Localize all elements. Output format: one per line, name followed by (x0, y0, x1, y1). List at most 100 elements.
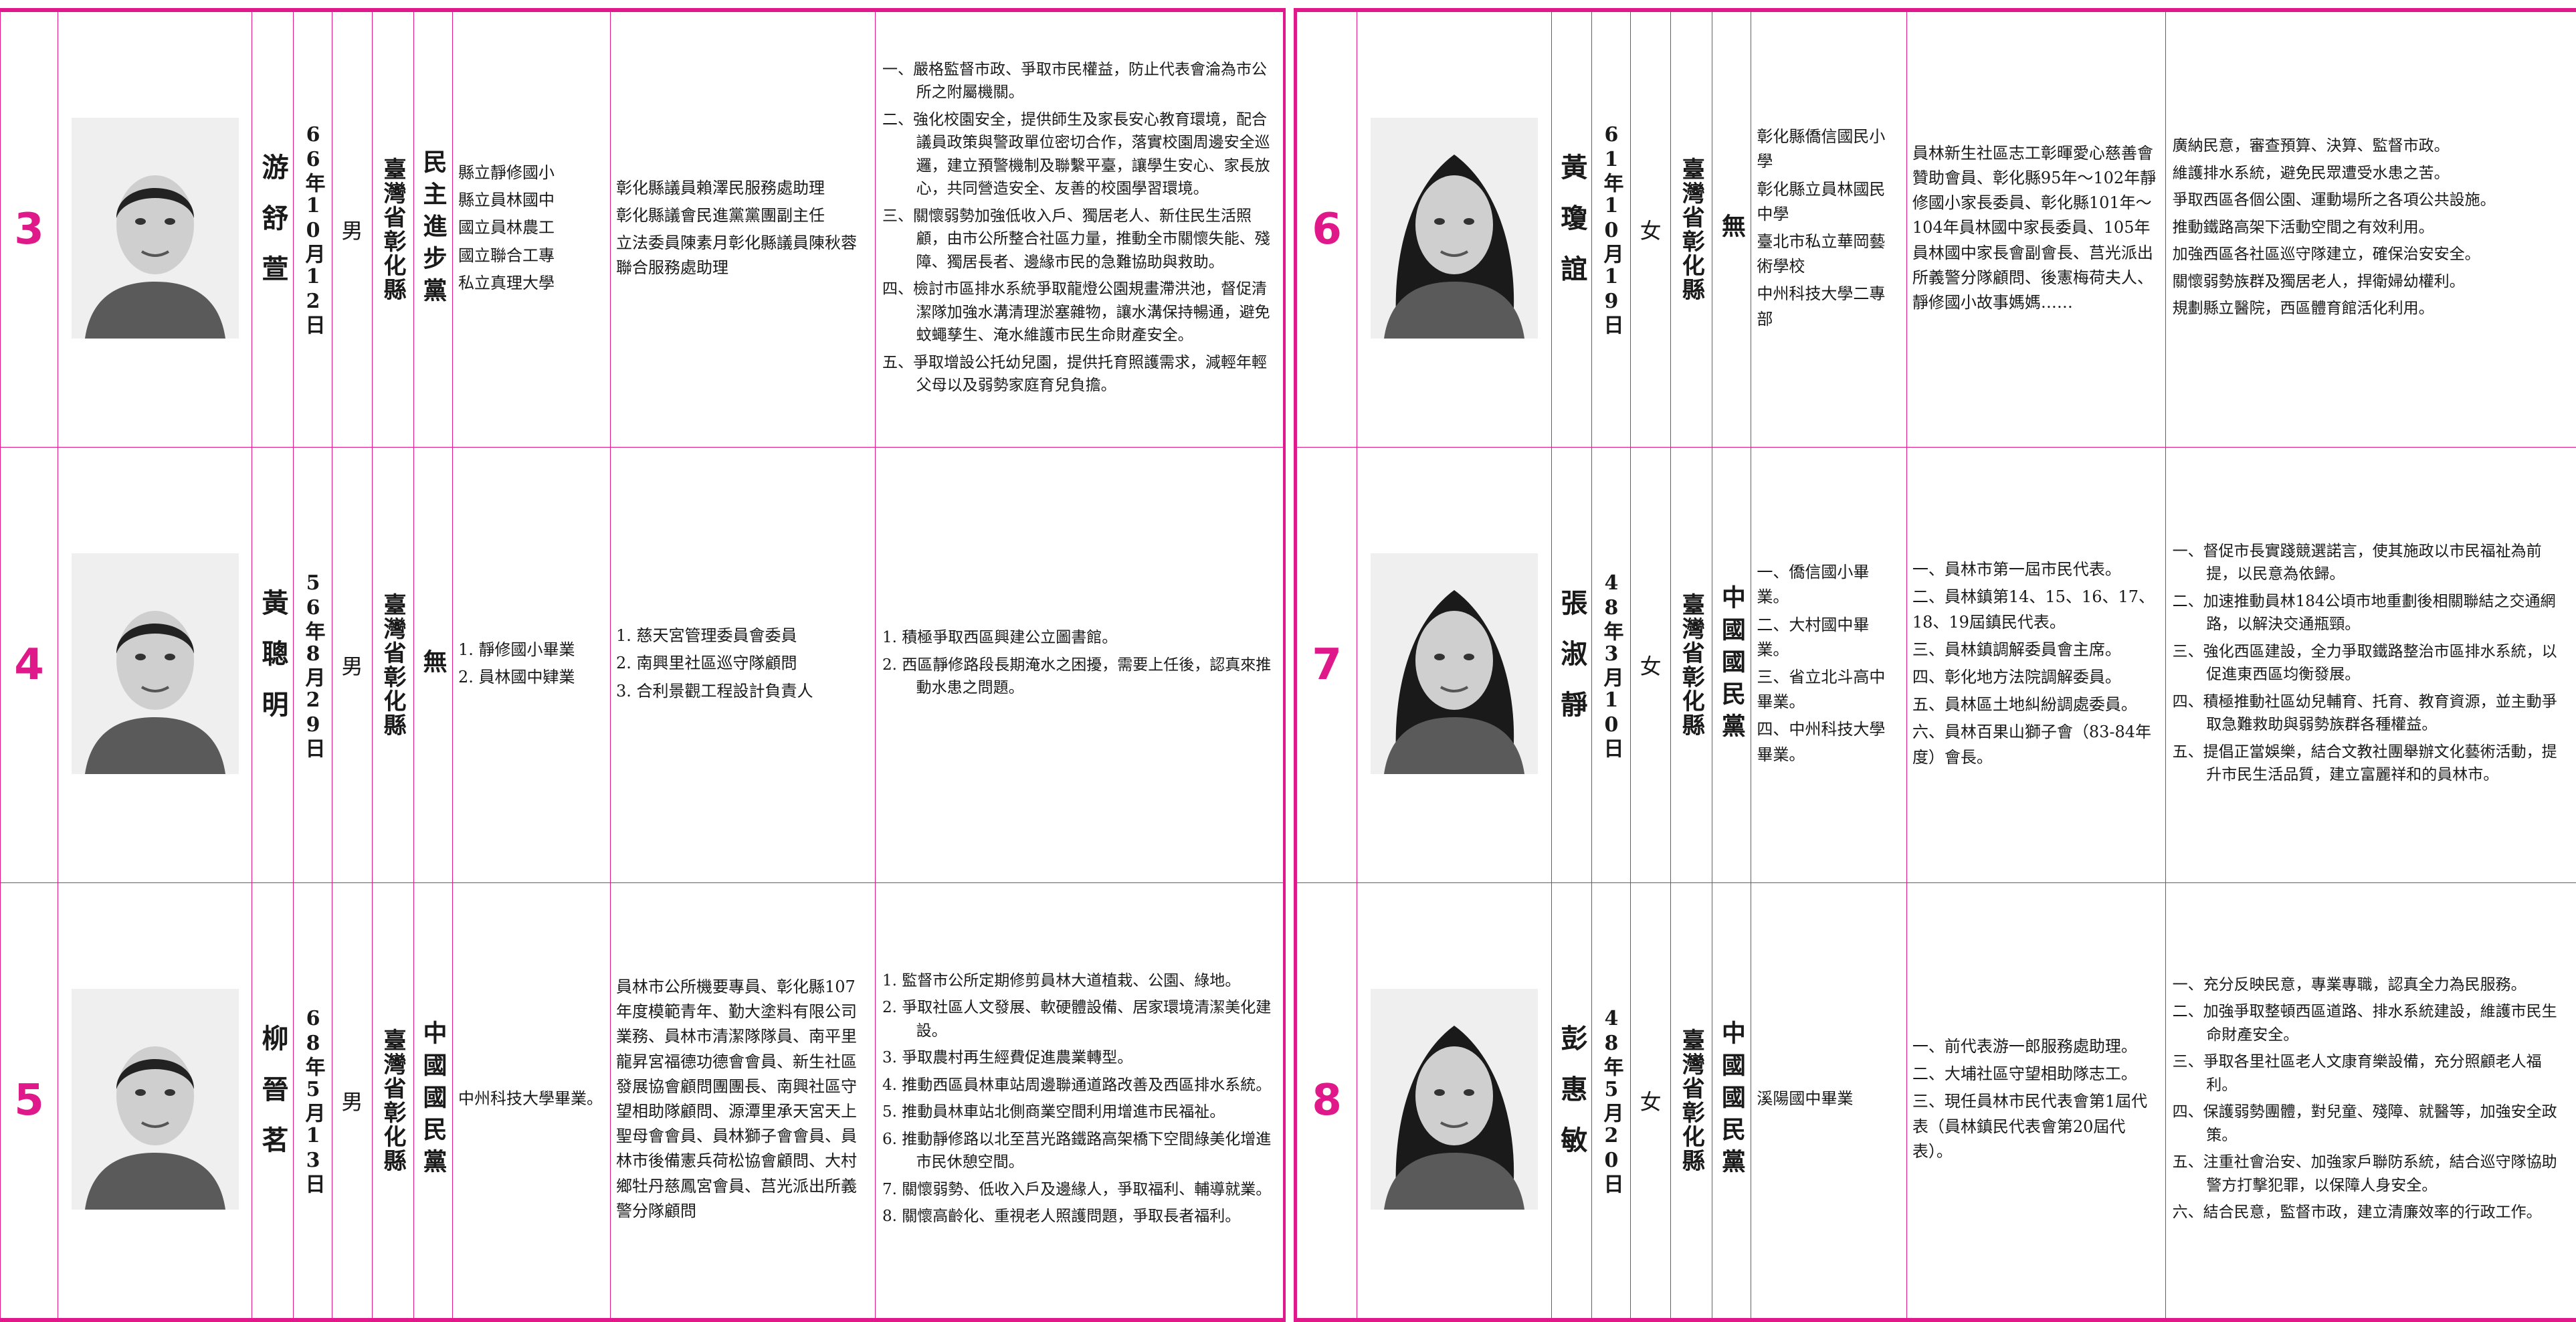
right.1.education-item: 一、僑信國小畢業。 (1757, 560, 1900, 609)
right.0.platform-item: 規劃縣立醫院，西區體育館活化利用。 (2173, 297, 2571, 320)
left.0.education-item: 國立員林農工 (458, 215, 605, 240)
right.1.platform-item: 三、強化西區建設，全力爭取鐵路整治市區排水系統，以促進東西區均衡發展。 (2173, 640, 2571, 686)
right.2.platform-item: 二、加強爭取整頓西區道路、排水系統建設，維護市民生命財產安全。 (2173, 1000, 2571, 1046)
left.1.experience-item: 1. 慈天宮管理委員會委員 (616, 624, 870, 648)
right.0.education-item: 中州科技大學二專部 (1757, 282, 1900, 331)
candidate-birthplace: 臺灣省彰化縣 (377, 1028, 409, 1173)
candidate-number: 4 (1, 448, 58, 883)
right.1.experience-item: 一、員林市第一屆市民代表。 (1912, 557, 2160, 582)
candidate-experience: 一、員林市第一屆市民代表。二、員林鎮第14、15、16、17、18、19屆鎮民代… (1906, 448, 2165, 883)
left.2.platform-item: 6. 推動靜修路以北至莒光路鐵路高架橋下空間綠美化增進市民休憩空間。 (882, 1128, 1276, 1174)
candidate-birthdate: 48年3月10日 (1596, 571, 1625, 759)
right.1.experience-item: 二、員林鎮第14、15、16、17、18、19屆鎮民代表。 (1912, 585, 2160, 634)
candidate-platform: 一、嚴格監督市政、爭取市民權益，防止代表會淪為市公所之附屬機關。二、強化校園安全… (876, 12, 1284, 448)
candidate-experience: 員林新生社區志工彰暉愛心慈善會贊助會員、彰化縣95年～102年靜修國小家長委員、… (1906, 12, 2165, 448)
candidate-education: 中州科技大學畢業。 (453, 883, 611, 1319)
candidate-number: 5 (1, 883, 58, 1319)
candidate-experience: 員林市公所機要專員、彰化縣107年度模範青年、勤大塗料有限公司業務、員林市清潔隊… (611, 883, 876, 1319)
candidate-name: 張淑靜 (1552, 589, 1591, 741)
left.0.platform-item: 二、強化校園安全，提供師生及家長安心教育環境，配合議員政策與警政單位密切合作，落… (882, 108, 1276, 201)
candidate-number: 7 (1297, 448, 1357, 883)
right.0.education-item: 彰化縣立員林國民中學 (1757, 177, 1900, 227)
candidate-experience: 1. 慈天宮管理委員會委員 2. 南興里社區巡守隊顧問 3. 合利景觀工程設計負責人 (611, 448, 876, 883)
candidate-number: 8 (1297, 883, 1357, 1319)
left.2.platform-item: 4. 推動西區員林車站周邊聯通道路改善及西區排水系統。 (882, 1074, 1276, 1097)
left.1.education-item: 2. 員林國中肄業 (458, 665, 605, 690)
left.0.experience-item: 彰化縣議會民進黨黨團副主任 (616, 203, 870, 228)
candidate-sex: 女 (1631, 12, 1671, 448)
candidate-party: 無 (1714, 213, 1749, 246)
right.1.platform-item: 四、積極推動社區幼兒輔育、托育、教育資源，並主動爭取急難救助與弱勢族群各種權益。 (2173, 690, 2571, 737)
right.2.education-item: 溪陽國中畢業 (1757, 1087, 1900, 1111)
photo-cell (58, 883, 252, 1319)
right.2.platform-item: 四、保護弱勢團體，對兒童、殘障、就醫等，加強安全政策。 (2173, 1101, 2571, 1147)
candidate-photo (1371, 553, 1538, 774)
candidate-photo (72, 553, 239, 774)
left.0.platform-item: 三、關懷弱勢加強低收入戶、獨居老人、新住民生活照顧，由市公所整合社區力量，推動全… (882, 205, 1276, 274)
candidate-party: 中國國民黨 (1714, 585, 1749, 745)
right.1.platform-item: 一、督促市長實踐競選諾言，使其施政以市民福祉為前提，以民意為依歸。 (2173, 540, 2571, 586)
left.1.platform-item: 2. 西區靜修路段長期淹水之困擾，需要上任後，認真來推動水患之問題。 (882, 654, 1276, 700)
right.0.experience-item: 員林新生社區志工彰暉愛心慈善會贊助會員、彰化縣95年～102年靜修國小家長委員、… (1912, 141, 2160, 315)
candidate-education: 彰化縣僑信國民小學彰化縣立員林國民中學臺北市私立華岡藝術學校中州科技大學二專部 (1751, 12, 1906, 448)
candidate-sex: 女 (1631, 448, 1671, 883)
candidate-platform: 1. 積極爭取西區興建公立圖書館。 2. 西區靜修路段長期淹水之困擾，需要上任後，… (876, 448, 1284, 883)
left.0.platform-item: 五、爭取增設公托幼兒園，提供托育照護需求，減輕年輕父母以及弱勢家庭育兒負擔。 (882, 351, 1276, 397)
right.0.platform-item: 推動鐵路高架下活動空間之有效利用。 (2173, 216, 2571, 240)
left.0.education-item: 縣立靜修國小 (458, 161, 605, 185)
right.1.experience-item: 六、員林百果山獅子會（83-84年度）會長。 (1912, 720, 2160, 769)
candidate-experience: 一、前代表游一郎服務處助理。二、大埔社區守望相助隊志工。三、現任員林市民代表會第… (1906, 883, 2165, 1319)
candidate-education: 一、僑信國小畢業。二、大村國中畢業。三、省立北斗高中畢業。四、中州科技大學畢業。 (1751, 448, 1906, 883)
left.0.education-item: 私立真理大學 (458, 271, 605, 296)
left.2.platform-item: 1. 監督市公所定期修剪員林大道植栽、公園、綠地。 (882, 969, 1276, 993)
left.2.platform-item: 8. 關懷高齡化、重視老人照護問題，爭取長者福利。 (882, 1205, 1276, 1228)
candidate-party: 無 (416, 649, 451, 681)
left.0.education-item: 縣立員林國中 (458, 188, 605, 213)
right.1.experience-item: 五、員林區土地糾紛調處委員。 (1912, 692, 2160, 717)
candidate-education: 縣立靜修國小縣立員林國中國立員林農工國立聯合工專私立真理大學 (453, 12, 611, 448)
right.2.platform-item: 三、爭取各里社區老人文康育樂設備，充分照顧老人福利。 (2173, 1050, 2571, 1097)
left.2.platform-item: 5. 推動員林車站北側商業空間利用增進市民福祉。 (882, 1101, 1276, 1124)
candidate-photo (72, 989, 239, 1210)
left.1.experience-item: 2. 南興里社區巡守隊顧問 (616, 651, 870, 676)
photo-cell (1357, 12, 1552, 448)
left.0.education-item: 國立聯合工專 (458, 244, 605, 268)
right.2.experience-item: 三、現任員林市民代表會第1屆代表（員林鎮民代表會第20屆代表）。 (1912, 1089, 2160, 1164)
candidate-sex: 男 (332, 448, 373, 883)
candidate-party: 民主進步黨 (416, 149, 451, 310)
photo-cell (58, 448, 252, 883)
right.1.experience-item: 四、彰化地方法院調解委員。 (1912, 665, 2160, 690)
right.1.education-item: 四、中州科技大學畢業。 (1757, 717, 1900, 767)
left.0.platform-item: 四、檢討市區排水系統爭取龍燈公園規畫滯洪池，督促清潔隊加強水溝清理淤塞雜物，讓水… (882, 278, 1276, 347)
left.2.platform-item: 7. 關懷弱勢、低收入戶及邊緣人，爭取福利、輔導就業。 (882, 1178, 1276, 1202)
right.0.platform-item: 維護排水系統，避免民眾遭受水患之苦。 (2173, 162, 2571, 185)
candidate-birthplace: 臺灣省彰化縣 (377, 593, 409, 737)
right.2.platform-item: 一、充分反映民意，專業專職，認真全力為民服務。 (2173, 973, 2571, 997)
candidate-education: 溪陽國中畢業 (1751, 883, 1906, 1319)
right.1.platform-item: 二、加速推動員林184公頃市地重劃後相關聯結之交通網路，以解決交通瓶頸。 (2173, 590, 2571, 636)
candidate-birthplace: 臺灣省彰化縣 (1675, 157, 1708, 302)
candidate-birthdate: 56年8月29日 (298, 571, 328, 759)
candidate-photo (1371, 989, 1538, 1210)
candidate-party: 中國國民黨 (416, 1020, 451, 1181)
left.1.experience-item: 3. 合利景觀工程設計負責人 (616, 679, 870, 704)
candidate-number: 3 (1, 12, 58, 448)
candidate-birthdate: 61年10月19日 (1596, 123, 1625, 336)
right.0.education-item: 彰化縣僑信國民小學 (1757, 124, 1900, 174)
candidate-platform: 1. 監督市公所定期修剪員林大道植栽、公園、綠地。2. 爭取社區人文發展、軟硬體… (876, 883, 1284, 1319)
candidate-experience: 彰化縣議員賴澤民服務處助理彰化縣議會民進黨黨團副主任立法委員陳素月彰化縣議員陳秋… (611, 12, 876, 448)
candidate-platform: 廣納民意，審查預算、決算、監督市政。維護排水系統，避免民眾遭受水患之苦。爭取西區… (2165, 12, 2576, 448)
candidate-sex: 男 (332, 883, 373, 1319)
left.1.platform-item: 1. 積極爭取西區興建公立圖書館。 (882, 626, 1276, 650)
candidate-name: 黃瓊誼 (1552, 153, 1591, 306)
right.0.platform-item: 加強西區各社區巡守隊建立，確保治安安全。 (2173, 243, 2571, 266)
right.1.education-item: 二、大村國中畢業。 (1757, 613, 1900, 662)
left.2.platform-item: 3. 爭取農村再生經費促進農業轉型。 (882, 1046, 1276, 1070)
